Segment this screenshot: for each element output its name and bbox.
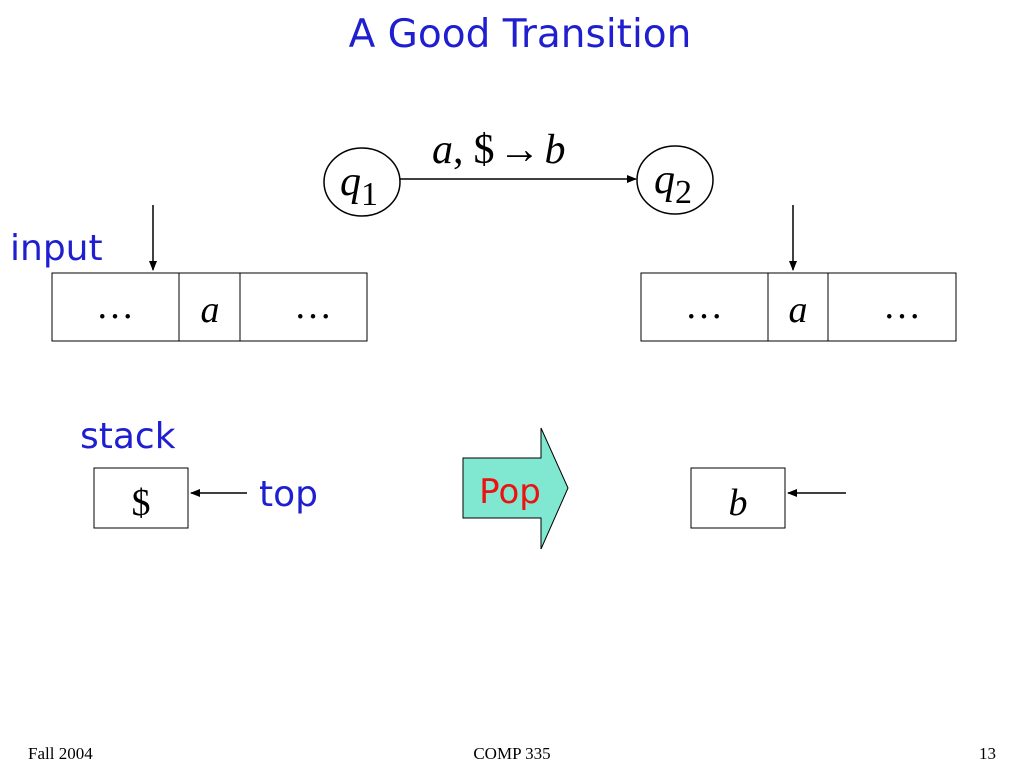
right-tape-cell-2	[767, 272, 829, 342]
pop-arrow-shape	[462, 427, 569, 550]
state-q1-subscript: 1	[361, 176, 378, 213]
footer-date: Fall 2004	[28, 744, 93, 763]
top-label: top	[259, 474, 318, 515]
input-label: input	[10, 228, 103, 269]
footer-page-number: 13	[979, 744, 996, 763]
left-tape-cell-3	[239, 272, 368, 342]
transition-read-symbol: a	[432, 127, 453, 173]
transition-separator: ,	[453, 127, 464, 173]
state-q1-name: q	[340, 159, 361, 205]
page-title: A Good Transition	[349, 12, 692, 57]
right-tape-value-3: …	[883, 285, 921, 327]
right-tape-value-1: …	[685, 285, 723, 327]
transition-label: a,$→b	[432, 127, 566, 173]
state-q2-name: q	[654, 157, 675, 203]
pop-operation-arrow: Pop	[462, 427, 569, 550]
state-q2-subscript: 2	[675, 174, 692, 211]
stack-label: stack	[80, 416, 176, 457]
left-tape-value-3: …	[294, 285, 332, 327]
left-stack-cell	[93, 467, 189, 529]
pop-label: Pop	[479, 472, 541, 512]
transition-arrow-symbol: →	[499, 127, 541, 173]
transition-push-symbol: b	[545, 127, 566, 173]
state-q2-circle	[636, 145, 714, 215]
right-stack: b	[690, 467, 786, 529]
state-q1: q1	[323, 147, 401, 217]
state-q2: q2	[636, 145, 714, 215]
state-q1-label: q1	[340, 159, 378, 213]
right-tape-value-2: a	[789, 289, 808, 331]
right-stack-cell	[690, 467, 786, 529]
right-input-tape: … a …	[640, 272, 957, 342]
left-input-tape: … a …	[51, 272, 368, 342]
right-tape-cell-3	[827, 272, 957, 342]
transition-pop-symbol: $	[474, 127, 495, 173]
left-tape-value-1: …	[96, 285, 134, 327]
footer-course: COMP 335	[473, 744, 550, 763]
state-q2-label: q2	[654, 157, 692, 211]
left-tape-cell-2	[178, 272, 241, 342]
left-stack-value: $	[132, 482, 151, 524]
left-stack: $	[93, 467, 189, 529]
state-q1-circle	[323, 147, 401, 217]
right-stack-value: b	[729, 482, 748, 524]
right-tape-cell-1	[640, 272, 769, 342]
left-tape-value-2: a	[201, 289, 220, 331]
